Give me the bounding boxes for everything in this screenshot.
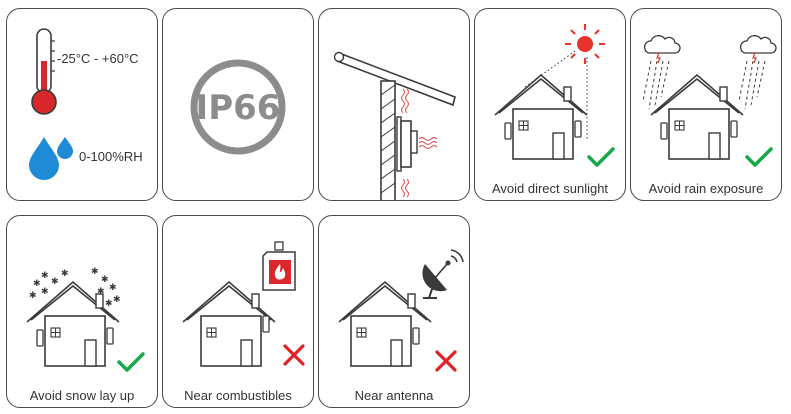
wall-inverter-right-icon [730,120,738,138]
snowflakes-icon: ✱✱✱ ✱✱✱ ✱✱✱ ✱✱✱ [29,267,121,309]
combustibles-card: Near combustibles [162,215,314,408]
wall-inverter-left-icon [36,329,44,347]
house-icon [650,73,744,160]
rain-caption: Avoid rain exposure [648,181,764,196]
sunlight-graphic [494,24,615,167]
house-icon [338,280,432,367]
environment-graphic [29,28,73,180]
combustibles-graphic [182,241,305,367]
humidity-range-label: 0-100%RH [79,149,143,164]
ip-rating-ring [190,59,286,155]
sunshade-icon [333,51,456,107]
antenna-caption: Near antenna [354,388,434,403]
ip-rating-label: IP66 [195,88,281,128]
wall-icon [380,80,396,200]
combustibles-caption: Near combustibles [184,388,292,403]
thermometer-icon [31,28,57,115]
flammable-canister-icon [262,241,296,291]
svg-text:✱: ✱ [101,275,109,285]
snow-card: ✱✱✱ ✱✱✱ ✱✱✱ ✱✱✱ Avoid snow lay up [6,215,158,408]
antenna-graphic [338,249,464,372]
svg-text:✱: ✱ [51,277,59,287]
svg-text:✱: ✱ [41,287,49,297]
sunlight-card: Avoid direct sunlight [474,8,626,201]
snow-caption: Avoid snow lay up [29,388,135,403]
svg-text:✱: ✱ [105,299,113,309]
wall-inverter-right-icon [106,327,114,345]
antenna-card: Near antenna [318,215,470,408]
rain-icon [642,60,766,110]
wall-inverter-right-icon [262,315,270,333]
mounting-graphic [333,51,456,200]
sun-icon [565,24,605,64]
wall-inverter-left-icon [660,122,668,140]
wall-inverter-right-icon [574,120,582,138]
ip-rating-card: IP66 [162,8,314,201]
cross-icon [283,344,305,366]
snow-graphic: ✱✱✱ ✱✱✱ ✱✱✱ ✱✱✱ [26,267,145,372]
svg-text:✱: ✱ [91,267,99,277]
check-icon [745,147,773,167]
rain-card: Avoid rain exposure [630,8,782,201]
sun-rays-icon [524,50,588,139]
wall-inverter-right-icon [412,327,420,345]
house-icon [494,73,588,160]
check-icon [587,147,615,167]
wall-inverter-left-icon [504,122,512,140]
svg-text:✱: ✱ [33,279,41,289]
sunlight-caption: Avoid direct sunlight [491,181,609,196]
cross-icon [435,350,457,372]
mounting-card [318,8,470,201]
svg-text:✱: ✱ [113,295,121,305]
environment-card: -25°C - +60°C 0-100%RH [6,8,158,201]
water-drops-icon [29,137,73,180]
svg-text:✱: ✱ [61,269,69,279]
cloud-icon-left [644,35,681,64]
check-icon [117,352,145,372]
rain-graphic [642,35,777,167]
ip-rating-graphic [190,59,286,155]
svg-text:✱: ✱ [97,287,105,297]
svg-text:✱: ✱ [109,283,117,293]
heat-waves-icon [400,88,438,198]
cloud-icon-right [740,35,777,64]
svg-text:✱: ✱ [29,291,37,301]
svg-text:✱: ✱ [41,271,49,281]
temperature-range-label: -25°C - +60°C [57,51,139,66]
house-icon [26,280,120,367]
house-icon [182,280,276,367]
inverter-icon [396,116,418,172]
satellite-dish-icon [422,249,464,299]
